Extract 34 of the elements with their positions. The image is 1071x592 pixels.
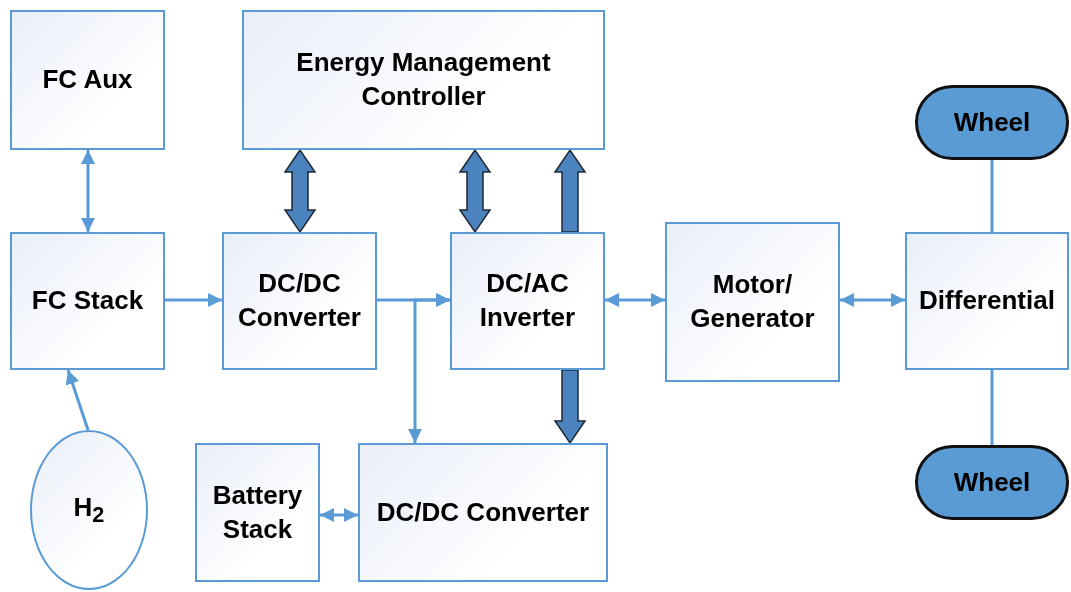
arrow — [605, 293, 665, 307]
arrow — [65, 369, 90, 431]
arrow — [840, 293, 905, 307]
connector-line — [990, 370, 994, 445]
arrow — [81, 150, 95, 232]
node-label: DC/DC Converter — [375, 495, 591, 529]
block-arrow — [458, 148, 492, 234]
block-arrow — [283, 148, 317, 234]
process-box — [10, 10, 165, 150]
process-box — [450, 232, 605, 370]
process-box — [222, 232, 377, 370]
process-box — [10, 232, 165, 370]
node-label: Motor/ Generator — [689, 268, 816, 335]
process-box — [358, 443, 608, 582]
process-box — [665, 222, 840, 382]
process-box — [242, 10, 605, 150]
arrow — [165, 293, 222, 307]
node-label: DC/DC Converter — [237, 267, 362, 334]
arrow — [320, 508, 358, 522]
connector-line — [990, 160, 994, 232]
node-label: FC Stack — [30, 284, 145, 318]
node-label: Wheel — [952, 465, 1032, 499]
process-box — [905, 232, 1069, 370]
node-label: H$_{2}$ — [72, 490, 106, 529]
block-arrow — [553, 148, 587, 233]
node-label: Wheel — [952, 105, 1032, 139]
node-label: FC Aux — [41, 63, 134, 97]
process-box — [195, 443, 320, 582]
block-arrow — [553, 369, 587, 445]
node-label: Differential — [918, 284, 1056, 318]
node-label: DC/AC Inverter — [478, 267, 577, 334]
arrow — [408, 293, 450, 443]
node-label: Battery Stack — [211, 478, 304, 546]
node-label: Energy Management Controller — [295, 46, 552, 113]
